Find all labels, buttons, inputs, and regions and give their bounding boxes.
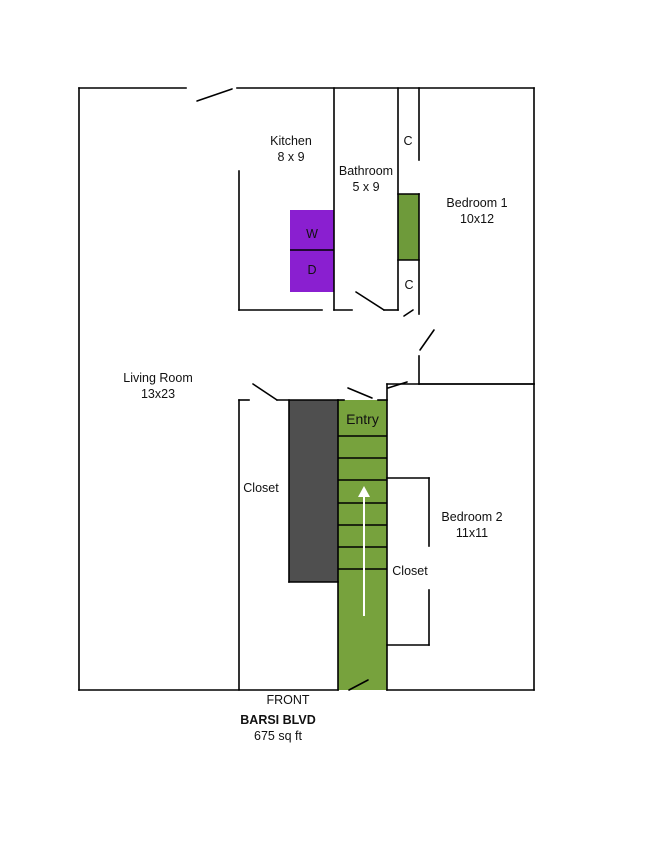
closet-c2-name: C xyxy=(404,278,414,292)
entry-label: Entry xyxy=(338,411,387,427)
address-block: BARSI BLVD 675 sq ft xyxy=(218,712,338,744)
washer-box xyxy=(290,210,334,250)
dryer-box xyxy=(290,250,334,292)
walls xyxy=(78,87,535,691)
closet-left-name: Closet xyxy=(243,481,279,495)
closet-right-label: Closet xyxy=(386,563,434,579)
washer-label: W xyxy=(290,226,334,242)
dryer-name: D xyxy=(307,263,317,277)
bedroom1-size: 10x12 xyxy=(459,212,495,226)
bedroom2-size: 11x11 xyxy=(455,526,489,540)
entry-stairs xyxy=(338,400,387,690)
kitchen-size: 8 x 9 xyxy=(277,150,305,164)
area-text: 675 sq ft xyxy=(254,729,302,743)
closet-c1-label: C xyxy=(398,133,418,149)
bedroom2-name: Bedroom 2 xyxy=(441,510,503,524)
living-room-name: Living Room xyxy=(123,371,193,385)
bedroom1-closet-green xyxy=(398,194,419,260)
closet-c2-label: C xyxy=(399,277,419,293)
living-room-size: 13x23 xyxy=(140,387,176,401)
bedroom2-label: Bedroom 2 11x11 xyxy=(434,509,510,541)
bedroom1-label: Bedroom 1 10x12 xyxy=(439,195,515,227)
storage-block xyxy=(289,400,338,582)
bathroom-label: Bathroom 5 x 9 xyxy=(331,163,401,195)
kitchen-label: Kitchen 8 x 9 xyxy=(256,133,326,165)
front-text: FRONT xyxy=(266,693,310,707)
closet-left-label: Closet xyxy=(239,480,283,496)
dryer-label: D xyxy=(290,262,334,278)
washer-name: W xyxy=(306,227,318,241)
front-label: FRONT xyxy=(258,692,318,708)
entry-arrow-icon xyxy=(358,486,370,616)
closet-right-name: Closet xyxy=(392,564,428,578)
bathroom-size: 5 x 9 xyxy=(352,180,380,194)
bathroom-name: Bathroom xyxy=(338,164,394,178)
kitchen-name: Kitchen xyxy=(270,134,312,148)
living-room-label: Living Room 13x23 xyxy=(115,370,201,402)
bedroom1-name: Bedroom 1 xyxy=(446,196,508,210)
street-name: BARSI BLVD xyxy=(240,713,316,727)
stair-treads xyxy=(338,435,387,570)
entry-name: Entry xyxy=(346,411,379,427)
closet-c1-name: C xyxy=(403,134,413,148)
door-swings xyxy=(196,88,435,691)
